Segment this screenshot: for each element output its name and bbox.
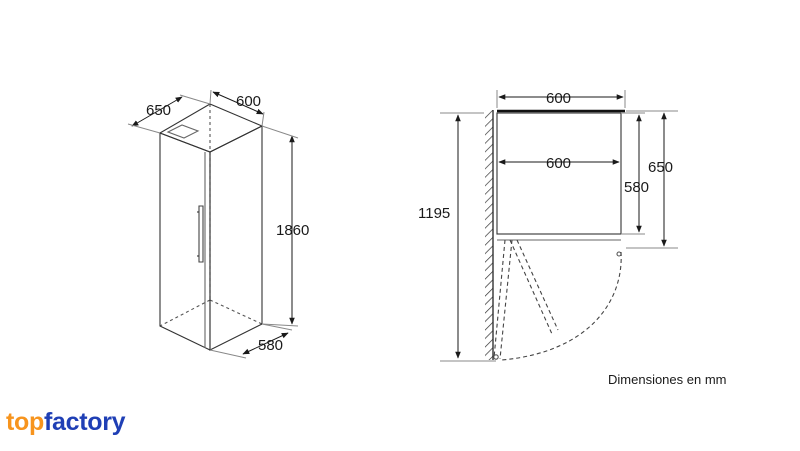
fridge-body-outline bbox=[496, 112, 622, 235]
topfactory-logo[interactable]: topfactory bbox=[6, 408, 126, 437]
right-depth-label: 650 bbox=[648, 159, 673, 176]
left-width-dimension bbox=[209, 89, 265, 127]
right-outer-width-dimension bbox=[496, 90, 626, 108]
left-depth-label: 650 bbox=[146, 102, 171, 119]
logo-part-top: top bbox=[6, 408, 44, 436]
wall-hatch bbox=[485, 110, 493, 360]
logo-part-factory: factory bbox=[43, 408, 126, 436]
left-height-dimension bbox=[261, 125, 299, 327]
door-handle bbox=[198, 205, 204, 263]
left-base-depth-label: 580 bbox=[258, 337, 283, 354]
right-outer-width-label: 600 bbox=[546, 90, 571, 107]
right-body-depth-dimension bbox=[622, 112, 645, 235]
fridge-side-face bbox=[209, 125, 263, 351]
left-base-depth-dimension bbox=[209, 323, 293, 359]
fridge-top-view bbox=[485, 109, 625, 361]
door-swing bbox=[493, 239, 622, 361]
right-body-depth-label: 580 bbox=[624, 179, 649, 196]
right-total-depth-label: 1195 bbox=[418, 205, 450, 222]
hidden-edges bbox=[159, 104, 263, 327]
units-caption: Dimensiones en mm bbox=[608, 372, 727, 387]
fridge-isometric-view bbox=[158, 103, 264, 351]
left-depth-dimension bbox=[127, 94, 211, 134]
right-inner-width-label: 600 bbox=[546, 155, 571, 172]
left-height-label: 1860 bbox=[276, 222, 309, 239]
right-total-depth-dimension bbox=[440, 112, 496, 362]
left-width-label: 600 bbox=[236, 93, 261, 110]
right-depth-dimension bbox=[626, 110, 678, 249]
